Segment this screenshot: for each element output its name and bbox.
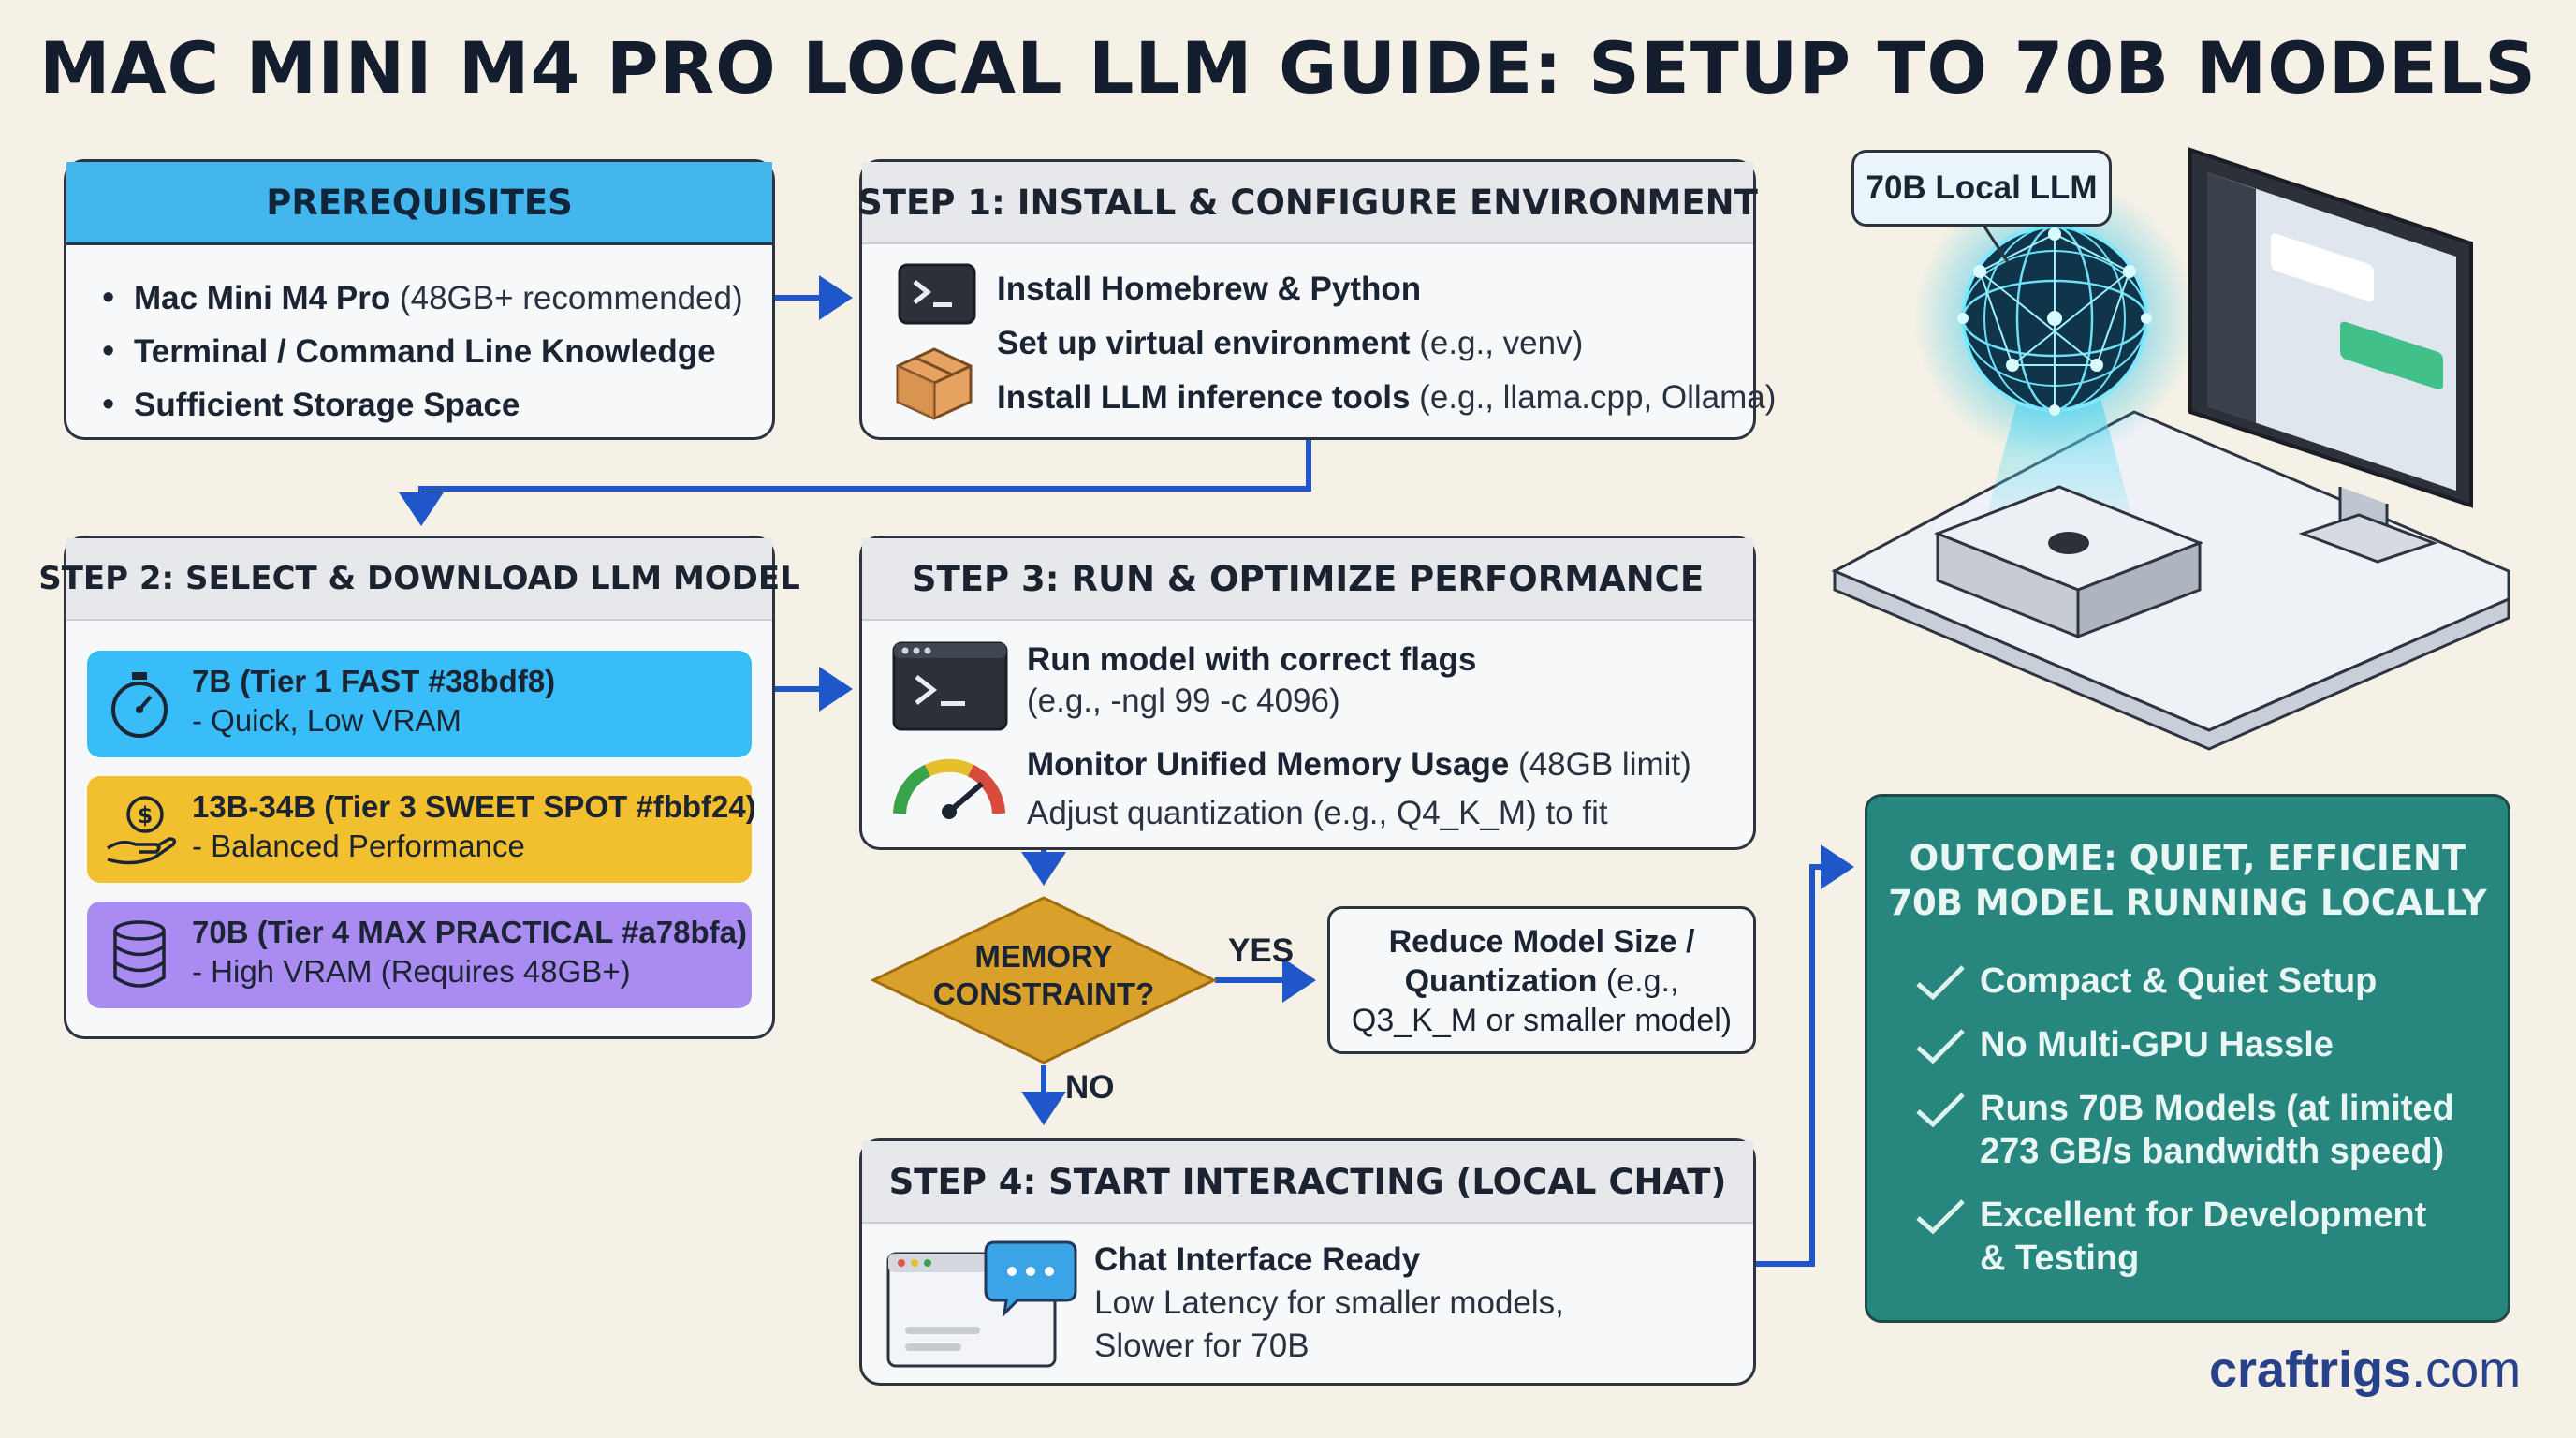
- neural-network-globe-icon: [1914, 178, 2195, 459]
- step1-item-2: Set up virtual environment (e.g., venv): [997, 325, 1584, 361]
- reduce-model-text: Reduce Model Size / Quantization (e.g., …: [1351, 924, 1733, 1038]
- checkmark-icon: [1916, 965, 1965, 1001]
- terminal-window-icon: [892, 641, 1008, 731]
- step1-item-3: Install LLM inference tools (e.g., llama…: [997, 379, 1777, 416]
- outcome-card: OUTCOME: QUIET, EFFICIENT 70B MODEL RUNN…: [1865, 794, 2510, 1323]
- step1-card: STEP 1: INSTALL & CONFIGURE ENVIRONMENT …: [857, 159, 1776, 440]
- tier-title: 7B (Tier 1 FAST #38bdf8): [192, 664, 556, 698]
- list-item: Terminal / Command Line Knowledge: [102, 325, 772, 378]
- step4-header: STEP 4: START INTERACTING (LOCAL CHAT): [862, 1141, 1753, 1224]
- decision-yes-label: YES: [1228, 932, 1295, 969]
- gauge-icon: [893, 758, 1005, 819]
- memory-constraint-decision: [870, 896, 1218, 1064]
- chat-window-icon: [886, 1240, 1077, 1368]
- llm-speech-bubble: 70B Local LLM: [1852, 150, 2112, 227]
- mac-mini-device: [1933, 485, 2204, 639]
- tier-7b: 7B (Tier 1 FAST #38bdf8) - Quick, Low VR…: [87, 651, 752, 757]
- checkmark-icon: [1916, 1199, 1965, 1235]
- step3-card: STEP 3: RUN & OPTIMIZE PERFORMANCE Run m…: [859, 536, 1756, 850]
- arrow-step1-to-step2: [399, 440, 1311, 526]
- outcome-item: Runs 70B Models (at limited 273 GB/s ban…: [1914, 1087, 2454, 1173]
- step3-monitor: Monitor Unified Memory Usage (48GB limit…: [1027, 746, 1691, 831]
- checkmark-icon: [1916, 1093, 1965, 1128]
- outcome-item: Excellent for Development & Testing: [1914, 1194, 2426, 1280]
- prerequisites-header: PREREQUISITES: [66, 162, 772, 245]
- checkmark-icon: [1916, 1029, 1965, 1064]
- list-item: Mac Mini M4 Pro (48GB+ recommended): [102, 271, 772, 325]
- step1-header: STEP 1: INSTALL & CONFIGURE ENVIRONMENT: [857, 162, 1758, 244]
- terminal-icon: [898, 263, 976, 325]
- step1-item-1: Install Homebrew & Python: [997, 271, 1422, 307]
- step3-run: Run model with correct flags(e.g., -ngl …: [1027, 641, 1477, 719]
- list-item: Sufficient Storage Space: [102, 378, 772, 432]
- reduce-model-card: Reduce Model Size / Quantization (e.g., …: [1327, 906, 1756, 1054]
- tier-13b-34b: $ 13B-34B (Tier 3 SWEET SPOT #fbbf24) - …: [87, 776, 756, 883]
- decision-label: MEMORY CONSTRAINT?: [932, 939, 1155, 1011]
- page-title: MAC MINI M4 PRO LOCAL LLM GUIDE: SETUP T…: [39, 26, 2537, 110]
- step2-header: STEP 2: SELECT & DOWNLOAD LLM MODEL: [38, 538, 800, 621]
- database-icon: [113, 920, 166, 988]
- money-hand-icon: $: [106, 796, 177, 865]
- brand-logo-text[interactable]: craftrigs.com: [2209, 1342, 2522, 1398]
- mac-mini-illustration: [1831, 147, 2510, 751]
- step4-text: Chat Interface Ready Low Latency for sma…: [1094, 1241, 1564, 1364]
- tier-desc: - Quick, Low VRAM: [192, 703, 461, 738]
- arrow-step4-to-outcome: [1756, 844, 1854, 1267]
- step3-header: STEP 3: RUN & OPTIMIZE PERFORMANCE: [862, 538, 1753, 621]
- package-box-icon: [896, 347, 973, 420]
- svg-text:$: $: [138, 802, 154, 829]
- prerequisites-list: Mac Mini M4 Pro (48GB+ recommended) Term…: [66, 245, 772, 432]
- tier-title: 70B (Tier 4 MAX PRACTICAL #a78bfa): [192, 915, 747, 949]
- decision-no-label: NO: [1065, 1069, 1115, 1106]
- tier-desc: - Balanced Performance: [192, 829, 525, 863]
- step2-card: STEP 2: SELECT & DOWNLOAD LLM MODEL 7B (…: [38, 536, 800, 1039]
- tier-70b: 70B (Tier 4 MAX PRACTICAL #a78bfa) - Hig…: [87, 902, 752, 1008]
- tier-desc: - High VRAM (Requires 48GB+): [192, 954, 631, 989]
- outcome-title: OUTCOME: QUIET, EFFICIENT 70B MODEL RUNN…: [1888, 838, 2487, 923]
- outcome-item: No Multi-GPU Hassle: [1914, 1023, 2334, 1066]
- step4-card: STEP 4: START INTERACTING (LOCAL CHAT) C…: [859, 1138, 1756, 1386]
- stopwatch-icon: [111, 672, 168, 738]
- tier-title: 13B-34B (Tier 3 SWEET SPOT #fbbf24): [192, 789, 756, 824]
- prerequisites-card: PREREQUISITES Mac Mini M4 Pro (48GB+ rec…: [64, 159, 775, 440]
- outcome-item: Compact & Quiet Setup: [1914, 960, 2377, 1003]
